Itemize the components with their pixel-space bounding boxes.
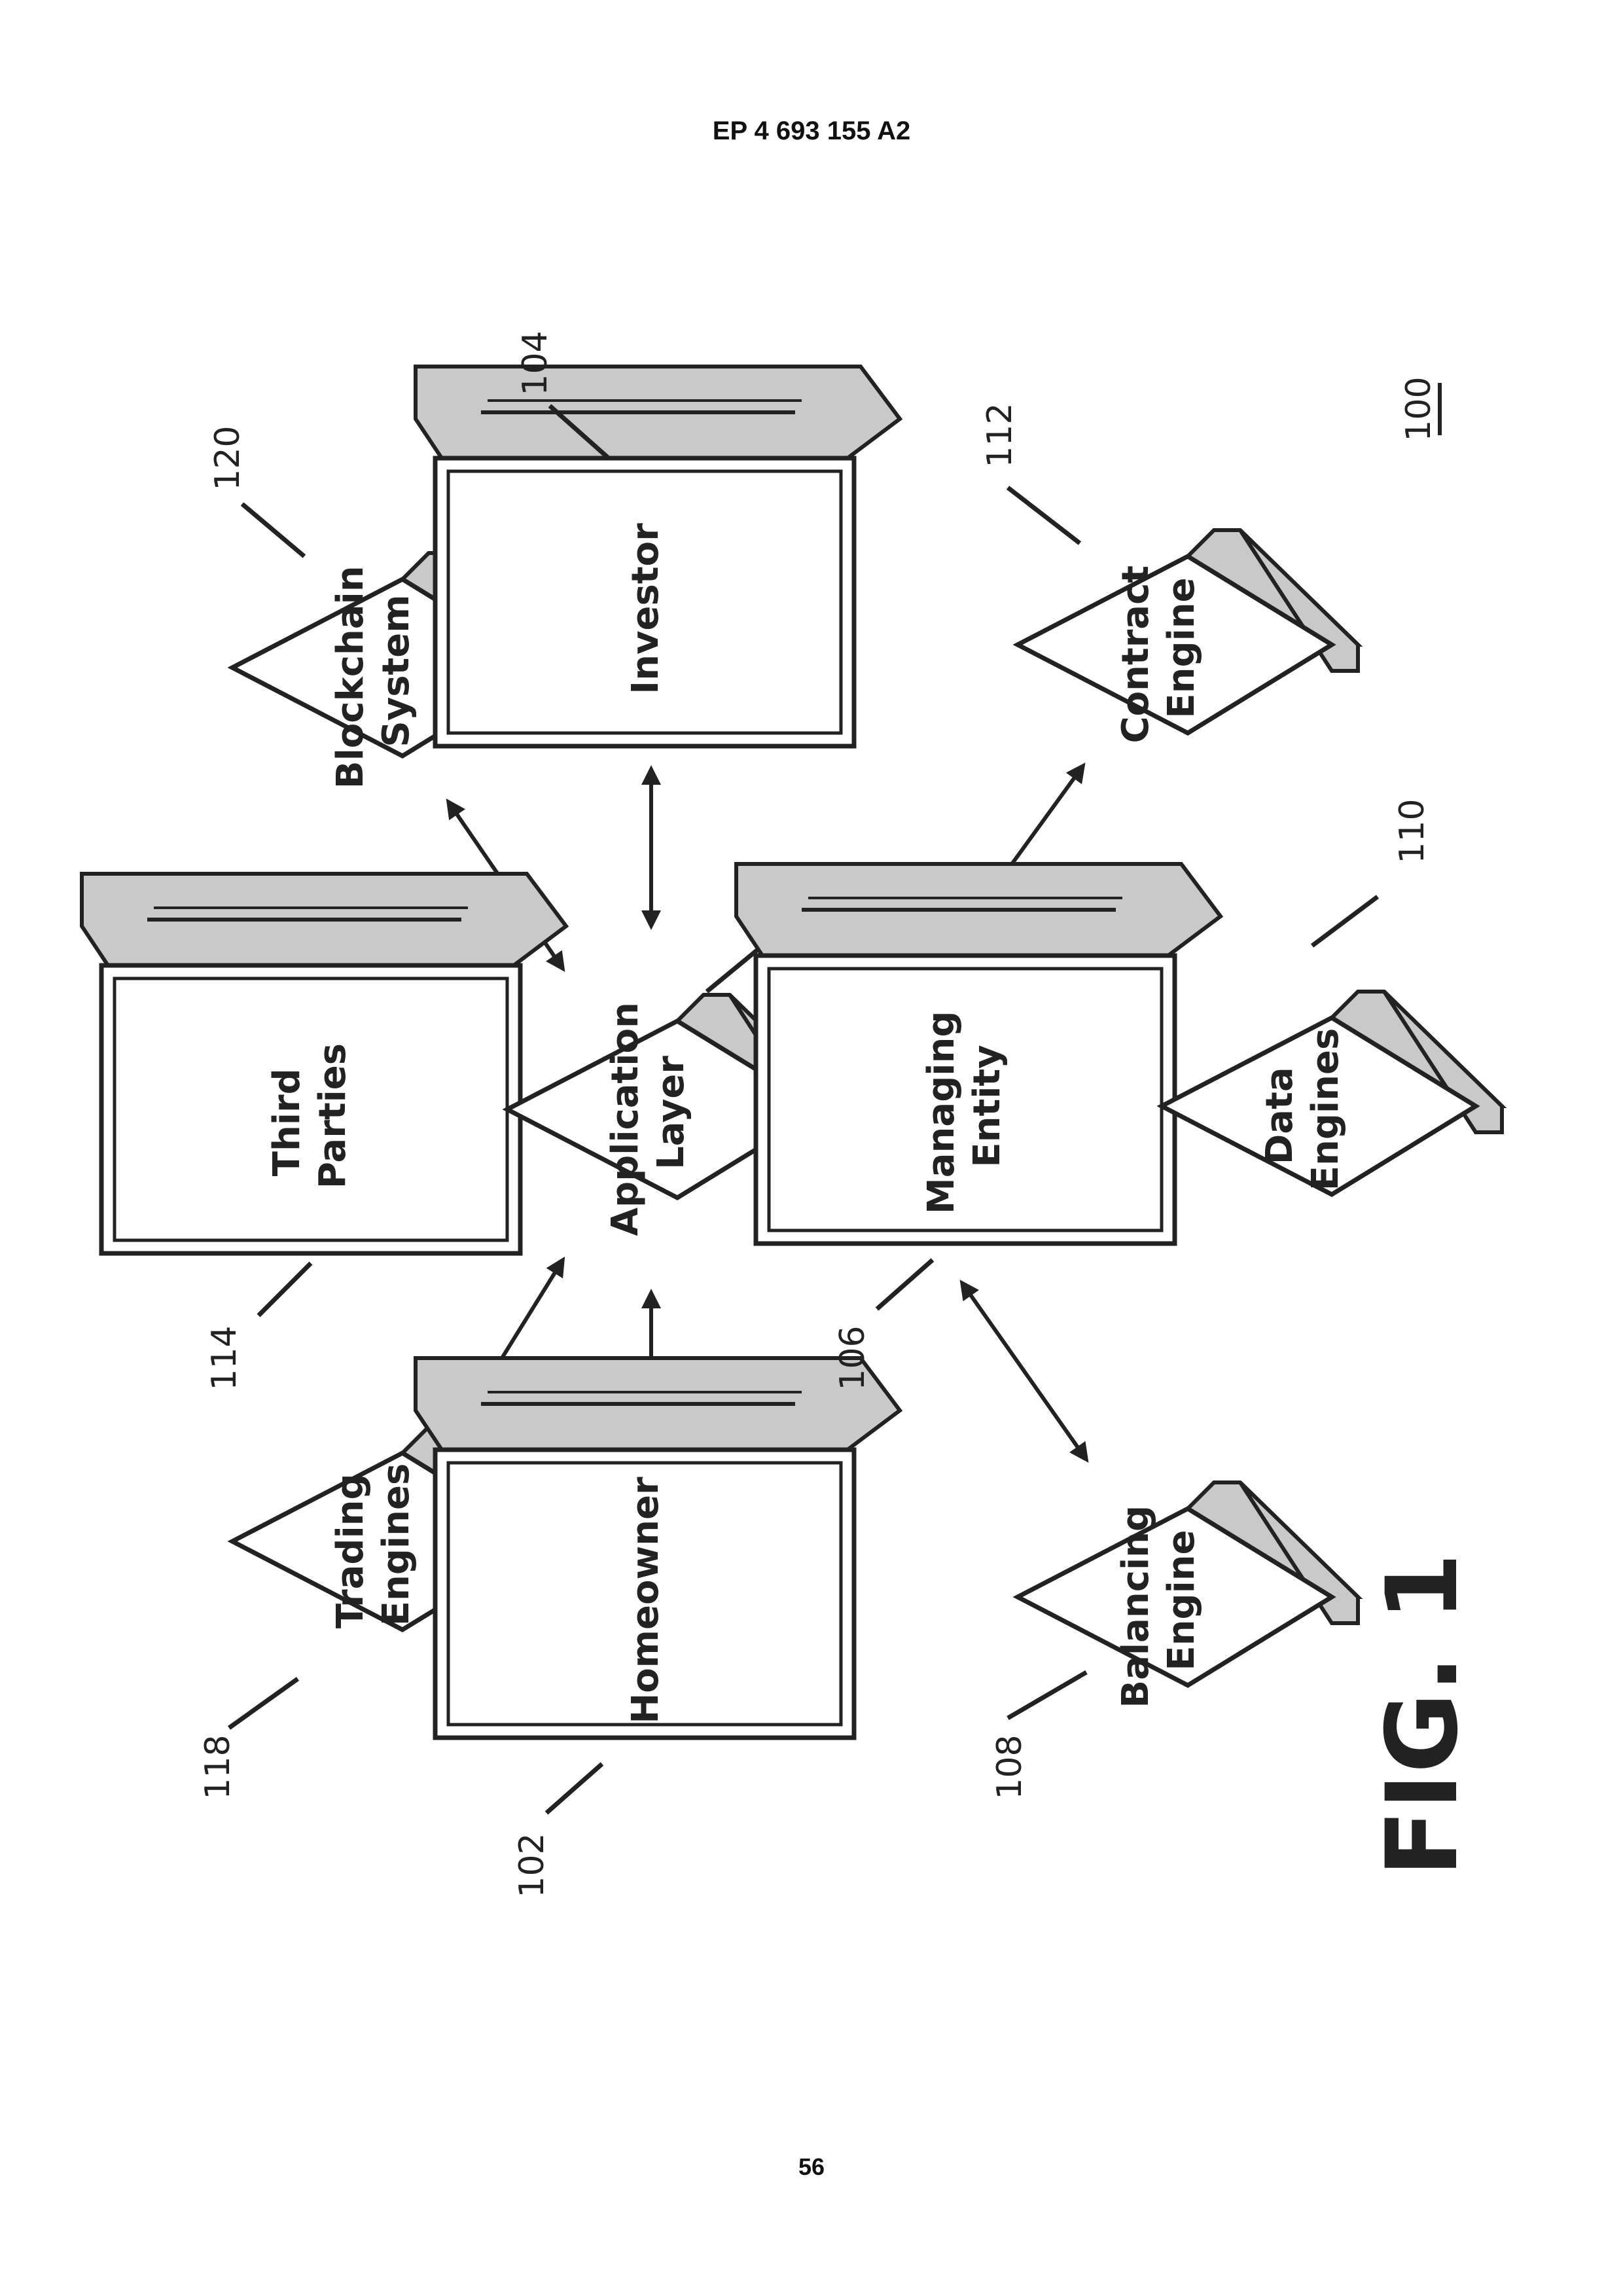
contract-ref: 112 xyxy=(980,403,1020,467)
data-ref: 110 xyxy=(1393,798,1432,863)
svg-text:Homeowner: Homeowner xyxy=(624,1477,667,1724)
contract-label-2: Engine xyxy=(1160,577,1203,718)
conn-managing-balancing xyxy=(962,1283,1086,1460)
node-investor: Investor 104 xyxy=(416,331,900,746)
data-label-2: Engines xyxy=(1304,1028,1347,1191)
trading-ref: 118 xyxy=(198,1734,238,1799)
system-reference: 100 xyxy=(1399,376,1440,441)
contract-label-1: Contract xyxy=(1115,565,1157,744)
trading-leader xyxy=(229,1679,298,1728)
third-ref: 114 xyxy=(205,1325,244,1390)
homeowner-label-1: Homeowner xyxy=(624,1477,667,1724)
figure-label: FIG. 1 xyxy=(1366,1553,1480,1877)
node-balancing-engine: Balancing Engine 108 xyxy=(990,1482,1358,1800)
node-homeowner: Homeowner 102 xyxy=(416,1358,900,1898)
blockchain-leader xyxy=(242,504,304,556)
node-data-engines: Data Engines 110 xyxy=(1162,798,1502,1194)
node-contract-engine: Contract Engine 112 xyxy=(980,403,1358,743)
managing-leader xyxy=(877,1260,933,1309)
blockchain-label-1: Blockchain xyxy=(329,565,372,789)
data-label-1: Data xyxy=(1258,1067,1301,1164)
blockchain-label-2: System xyxy=(375,594,418,747)
managing-ref: 106 xyxy=(833,1325,872,1390)
data-leader xyxy=(1312,897,1378,946)
node-third-parties: Third Parties 114 xyxy=(82,874,566,1391)
application-label-2: Layer xyxy=(650,1056,692,1170)
third-label-2: Parties xyxy=(312,1043,354,1189)
investor-label-1: Investor xyxy=(624,523,667,694)
node-managing-entity: Managing Entity 106 xyxy=(736,864,1221,1391)
system-ref: 100 xyxy=(1399,376,1438,441)
homeowner-ref: 102 xyxy=(512,1833,552,1897)
application-label-1: Application xyxy=(604,1002,647,1236)
managing-label-1: Managing xyxy=(920,1011,963,1214)
third-label-1: Third xyxy=(266,1068,308,1176)
homeowner-leader xyxy=(546,1764,602,1813)
managing-label-2: Entity xyxy=(966,1045,1008,1167)
contract-leader xyxy=(1008,488,1080,543)
svg-text:Investor: Investor xyxy=(624,523,667,694)
balancing-ref: 108 xyxy=(990,1734,1029,1799)
blockchain-ref: 120 xyxy=(208,425,247,490)
third-leader xyxy=(259,1263,311,1316)
balancing-leader xyxy=(1008,1672,1086,1718)
balancing-label-2: Engine xyxy=(1160,1530,1203,1670)
balancing-label-1: Balancing xyxy=(1115,1505,1157,1708)
trading-label-1: Trading xyxy=(329,1473,372,1628)
page-number: 56 xyxy=(0,2153,1623,2181)
trading-label-2: Engines xyxy=(375,1463,418,1626)
investor-ref: 104 xyxy=(516,331,555,395)
